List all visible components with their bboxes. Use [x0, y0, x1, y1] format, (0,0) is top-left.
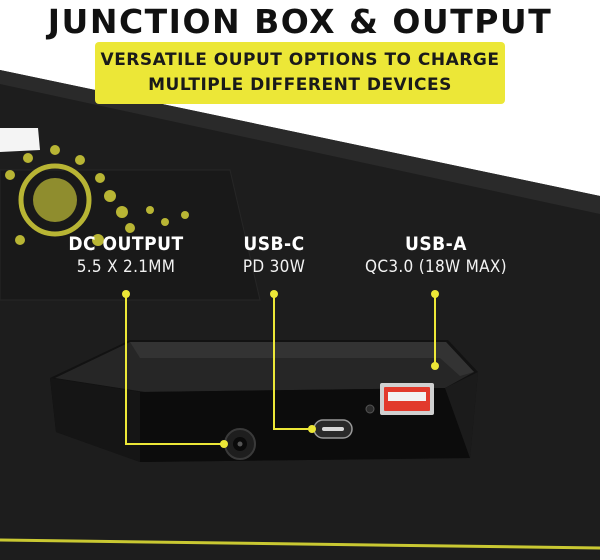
port-name: USB-C: [243, 233, 305, 255]
port-spec: 5.5 X 2.1MM: [76, 257, 176, 277]
dc-output-label: DC OUTPUT 5.5 X 2.1MM: [56, 232, 196, 279]
port-spec: PD 30W: [242, 257, 306, 277]
panel-yellow-trim: [0, 538, 600, 550]
sun-logo-icon: [5, 145, 189, 246]
port-name: USB-A: [404, 233, 468, 255]
port-spec: QC3.0 (18W MAX): [365, 257, 507, 277]
panel-tag: [0, 128, 40, 152]
port-name: DC OUTPUT: [68, 233, 184, 255]
banner-line-1: VERSATILE OUPUT OPTIONS TO CHARGE: [100, 50, 500, 70]
panel-edge-highlight: [0, 70, 600, 214]
led-indicator: [365, 404, 375, 414]
dc-output-jack: [224, 428, 256, 460]
usb-c-port: [313, 419, 353, 439]
banner-line-2: MULTIPLE DIFFERENT DEVICES: [148, 75, 452, 95]
usb-c-label: USB-C PD 30W: [214, 232, 334, 279]
feature-banner: VERSATILE OUPUT OPTIONS TO CHARGE MULTIP…: [95, 42, 505, 104]
usb-a-port: [380, 383, 434, 415]
usb-a-label: USB-A QC3.0 (18W MAX): [350, 232, 522, 279]
callout-dots: [122, 290, 439, 448]
callout-lines: [125, 296, 436, 445]
